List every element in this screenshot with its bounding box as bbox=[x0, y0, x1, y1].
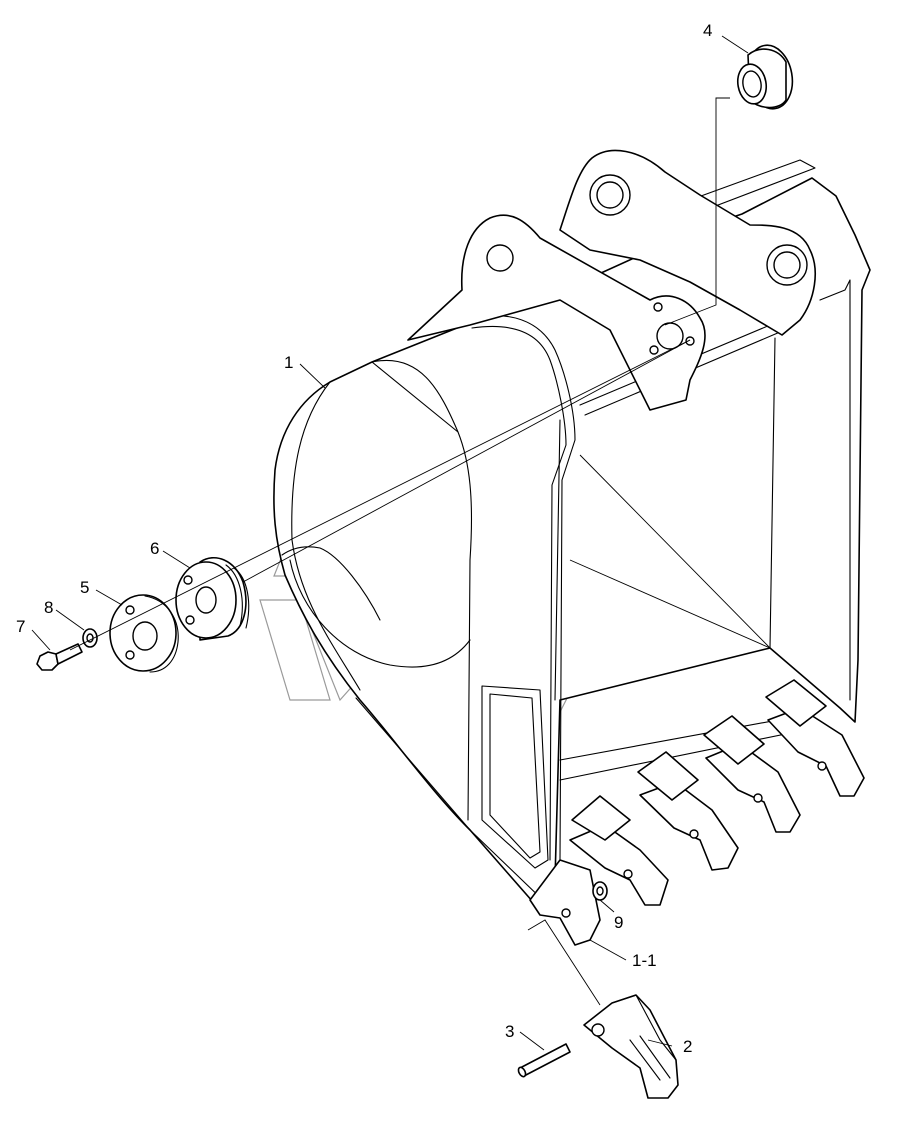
rear-lug-plate[interactable] bbox=[559, 149, 816, 336]
tooth-5[interactable] bbox=[765, 679, 865, 797]
retainer-part-9[interactable] bbox=[592, 881, 608, 901]
assembly-lines bbox=[69, 97, 771, 1006]
bolt-part-7[interactable] bbox=[36, 643, 83, 671]
callout-6: 6 bbox=[150, 539, 159, 558]
callout-7: 7 bbox=[16, 617, 25, 636]
callout-1-1: 1-1 bbox=[632, 951, 657, 970]
callout-2: 2 bbox=[683, 1037, 692, 1056]
callout-8: 8 bbox=[44, 598, 53, 617]
spacer-part-6[interactable] bbox=[175, 557, 250, 641]
bucket-body[interactable] bbox=[273, 159, 871, 911]
callout-5: 5 bbox=[80, 578, 89, 597]
callout-3: 3 bbox=[505, 1022, 514, 1041]
tooth-tip-part-2[interactable] bbox=[583, 994, 679, 1099]
bushing-part-4[interactable] bbox=[735, 42, 797, 113]
callout-9: 9 bbox=[614, 913, 623, 932]
teeth-row[interactable] bbox=[529, 679, 865, 946]
callout-labels: 1 1-1 2 3 4 5 6 7 8 9 bbox=[16, 21, 712, 1056]
front-lug-plate[interactable] bbox=[407, 214, 706, 411]
callout-leaders bbox=[31, 35, 749, 1051]
flange-plate-part-5[interactable] bbox=[109, 594, 179, 673]
callout-1: 1 bbox=[284, 353, 293, 372]
callout-4: 4 bbox=[703, 21, 712, 40]
tooth-4[interactable] bbox=[703, 715, 801, 833]
tooth-2[interactable] bbox=[569, 795, 669, 906]
tooth-3[interactable] bbox=[637, 751, 739, 871]
pin-part-3[interactable] bbox=[517, 1043, 571, 1078]
